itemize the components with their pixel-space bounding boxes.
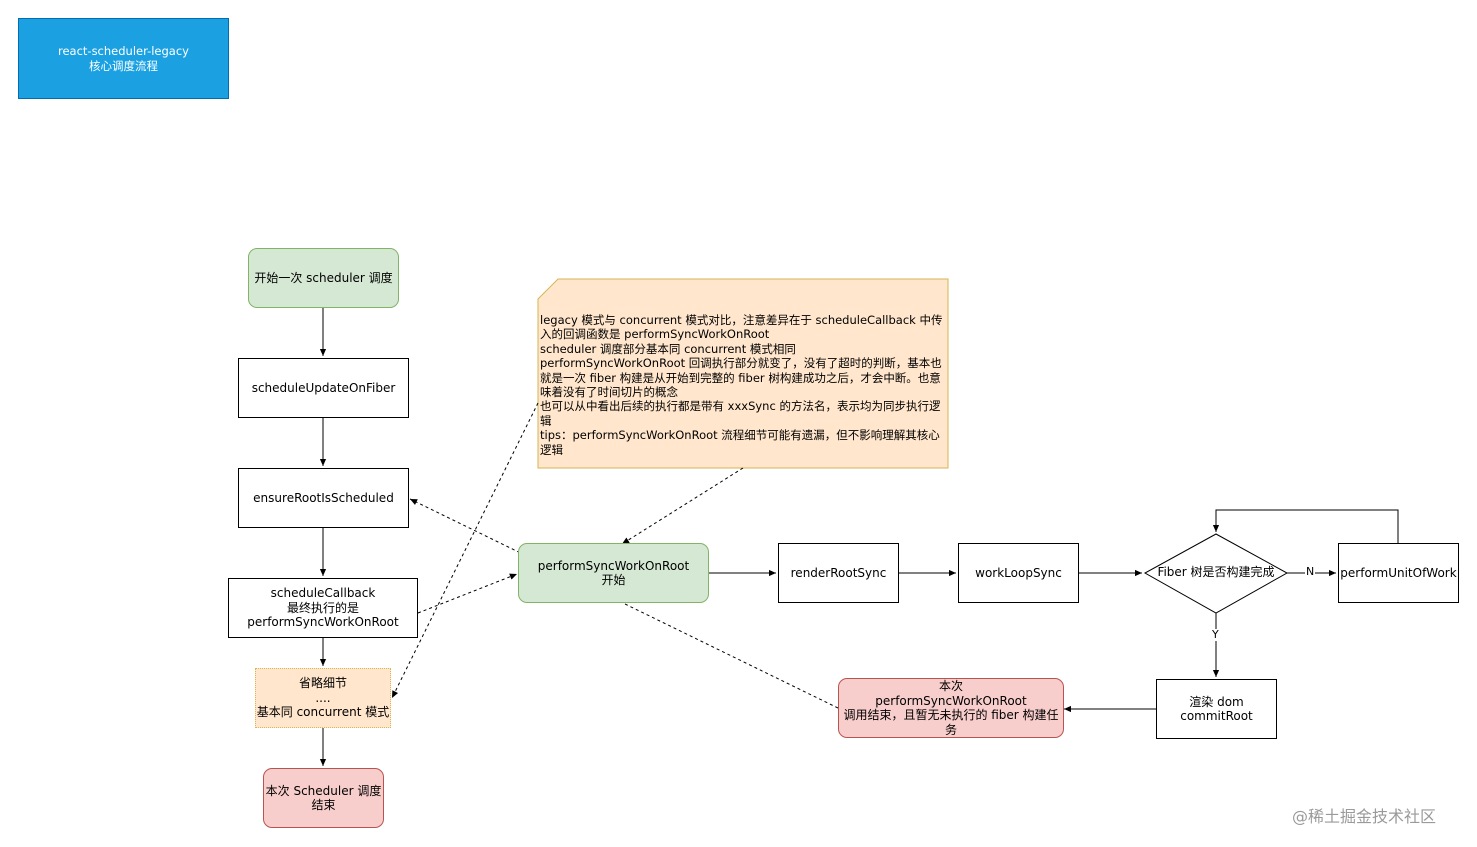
edge-label-yes: Y <box>1211 628 1220 641</box>
title-line-1: react-scheduler-legacy <box>57 44 189 58</box>
sync-end-line-3: 调用结束，且暂无未执行的 fiber 构建任务 <box>843 708 1059 737</box>
start-node: 开始一次 scheduler 调度 <box>248 248 399 308</box>
decision-label: Fiber 树是否构建完成 <box>1157 565 1275 579</box>
ensure-root-node: ensureRootIsScheduled <box>238 468 409 528</box>
edge-label-no: N <box>1305 565 1316 578</box>
diagram-title: react-scheduler-legacy 核心调度流程 <box>18 18 229 99</box>
edge-note-to-omit <box>391 402 539 699</box>
omit-line-3: 基本同 concurrent 模式 <box>256 705 390 720</box>
decision-diamond <box>1143 533 1289 614</box>
edge-sync-end-to-ensure <box>409 498 839 709</box>
commit-line-1: 渲染 dom <box>1189 694 1244 709</box>
sync-end-line-1: 本次 <box>938 679 963 693</box>
note-line-2: scheduler 调度部分基本同 concurrent 模式相同 <box>540 341 796 356</box>
note-line-1: legacy 模式与 concurrent 模式对比，注意差异在于 schedu… <box>540 313 943 342</box>
work-loop-label: workLoopSync <box>975 565 1062 580</box>
note-line-4: 也可以从中看出后续的执行都是带有 xxxSync 的方法名，表示均为同步执行逻辑 <box>540 399 941 428</box>
schedule-callback-line-1: scheduleCallback <box>270 586 376 601</box>
note-line-3: performSyncWorkOnRoot 回调执行部分就变了，没有了超时的判断… <box>540 356 942 400</box>
omit-line-1: 省略细节 <box>298 676 347 691</box>
end-line-1: 本次 Scheduler 调度 <box>265 783 382 798</box>
schedule-callback-node: scheduleCallback 最终执行的是 performSyncWorkO… <box>228 578 418 638</box>
schedule-update-node: scheduleUpdateOnFiber <box>238 358 409 418</box>
sync-end-line-2: performSyncWorkOnRoot <box>875 693 1027 708</box>
end-node: 本次 Scheduler 调度 结束 <box>263 768 384 828</box>
render-root-node: renderRootSync <box>778 543 899 603</box>
omit-line-2: .... <box>315 690 331 705</box>
sync-end-node: 本次 performSyncWorkOnRoot 调用结束，且暂无未执行的 fi… <box>838 678 1064 738</box>
render-root-label: renderRootSync <box>790 565 887 580</box>
note-line-5: tips：performSyncWorkOnRoot 流程细节可能有遗漏，但不影… <box>540 428 940 457</box>
omit-node: 省略细节 .... 基本同 concurrent 模式 <box>255 668 391 728</box>
end-line-2: 结束 <box>311 798 336 812</box>
schedule-callback-line-2: 最终执行的是 <box>286 600 359 615</box>
perform-sync-line-2: 开始 <box>601 573 626 587</box>
watermark: @稀土掘金技术社区 <box>1292 807 1437 826</box>
perform-unit-label: performUnitOfWork <box>1340 565 1457 580</box>
schedule-update-label: scheduleUpdateOnFiber <box>251 380 396 395</box>
edge-note-to-perform-sync <box>621 467 744 545</box>
perform-sync-line-1: performSyncWorkOnRoot <box>537 558 690 573</box>
edge-callback-to-perform-sync <box>417 573 518 614</box>
perform-unit-node: performUnitOfWork <box>1338 543 1459 603</box>
ensure-root-label: ensureRootIsScheduled <box>253 490 394 505</box>
edge-perform-unit-loop-back <box>1212 509 1399 543</box>
title-line-2: 核心调度流程 <box>89 58 158 73</box>
commit-node: 渲染 dom commitRoot <box>1156 679 1277 739</box>
commit-line-2: commitRoot <box>1180 709 1253 723</box>
schedule-callback-line-3: performSyncWorkOnRoot <box>247 615 399 630</box>
work-loop-node: workLoopSync <box>958 543 1079 603</box>
note-text: legacy 模式与 concurrent 模式对比，注意差异在于 schedu… <box>540 313 950 457</box>
start-node-label: 开始一次 scheduler 调度 <box>254 270 393 285</box>
perform-sync-node: performSyncWorkOnRoot 开始 <box>518 543 709 603</box>
